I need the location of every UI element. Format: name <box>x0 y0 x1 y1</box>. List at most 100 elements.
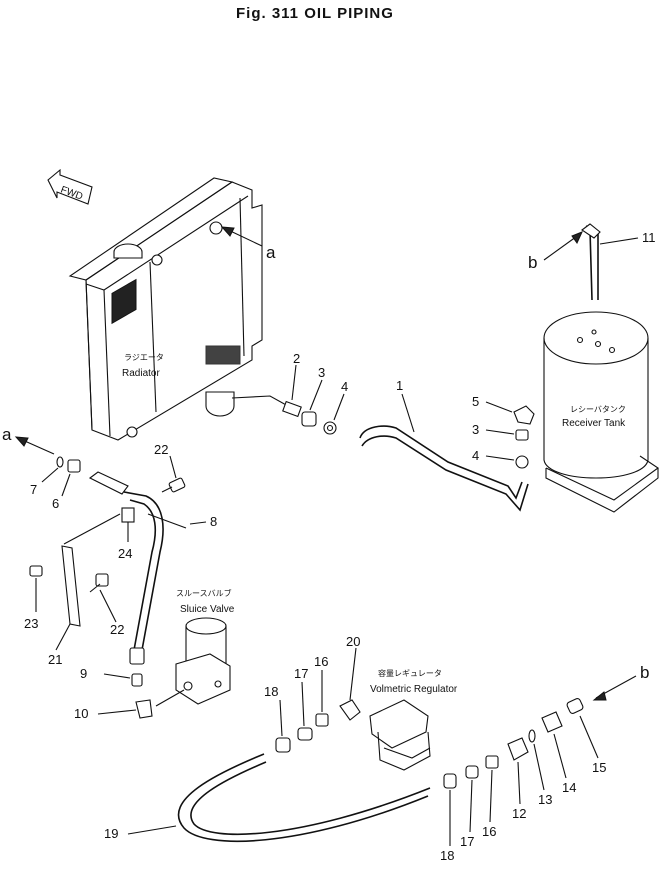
callout-21: 21 <box>48 652 62 667</box>
leader-line <box>189 521 207 525</box>
ref-a-left: a <box>2 425 12 444</box>
leader-line <box>231 395 289 407</box>
bolt-22-top <box>161 477 186 493</box>
leader-line <box>99 589 117 623</box>
arrow-head-icon <box>592 691 607 701</box>
oring-7 <box>56 456 64 468</box>
leader-line <box>147 513 187 529</box>
callout-22-top: 22 <box>154 442 168 457</box>
callout-16-upper: 16 <box>314 654 328 669</box>
callout-10: 10 <box>74 706 88 721</box>
leader-line <box>55 623 71 651</box>
nut-18-upper <box>275 737 291 753</box>
callout-17-upper: 17 <box>294 666 308 681</box>
fitting-4b <box>515 455 529 469</box>
radiator: ラジエータ Radiator <box>68 177 263 441</box>
callout-6: 6 <box>52 496 59 511</box>
leader-line <box>485 429 515 435</box>
fwd-label: FWD <box>59 184 84 202</box>
fitting-6 <box>67 459 81 473</box>
leader-line <box>599 237 639 245</box>
callout-3: 3 <box>318 365 325 380</box>
fitting-3b <box>515 429 529 441</box>
leader-line <box>553 733 567 779</box>
leader-line <box>41 467 59 483</box>
fitting-16-lower <box>485 755 499 769</box>
callout-19: 19 <box>104 826 118 841</box>
fitting-4 <box>323 421 337 435</box>
sluice-label-jp: スルースバルブ <box>176 588 232 598</box>
arrow-head-icon <box>571 231 583 244</box>
pipe-11 <box>581 223 601 301</box>
regulator-label-jp: 容量レギュレータ <box>378 668 442 678</box>
leader-line <box>485 401 513 413</box>
fitting-9 <box>131 673 143 687</box>
receiver-tank: レシーバタンク Receiver Tank <box>543 311 659 513</box>
nut-18-lower <box>443 773 457 789</box>
callout-13: 14 <box>562 780 576 795</box>
arrow-head-icon <box>220 226 235 237</box>
fwd-arrow: FWD <box>47 168 93 205</box>
leader-line <box>291 364 297 401</box>
callout-18-upper: 18 <box>264 684 278 699</box>
bolt-22-bottom <box>89 573 109 593</box>
receiver-label: Receiver Tank <box>562 418 626 429</box>
callout-22-bottom: 22 <box>110 622 124 637</box>
callout-14: 13 <box>538 792 552 807</box>
nut-23 <box>29 565 43 577</box>
leader-line <box>401 393 415 433</box>
callout-17-lower: 17 <box>460 834 474 849</box>
figure-title: Fig. 311 OIL PIPING <box>236 5 394 22</box>
leader-line <box>517 761 521 805</box>
callout-24: 24 <box>118 546 132 561</box>
callout-11: 11 <box>642 230 656 245</box>
leader-line <box>309 379 323 411</box>
leader-line <box>279 699 283 737</box>
leader-line <box>333 393 345 421</box>
callout-4: 4 <box>341 379 348 394</box>
bracket-21 <box>61 513 121 627</box>
sluice-label: Sluice Valve <box>180 604 235 615</box>
fitting-3 <box>301 411 317 427</box>
leader-line <box>579 715 599 759</box>
callout-2: 2 <box>293 351 300 366</box>
fitting-2 <box>282 400 302 418</box>
leader-line <box>155 689 185 707</box>
callout-3-tank: 3 <box>472 422 479 437</box>
leader-line <box>469 779 473 833</box>
radiator-label: Radiator <box>122 368 160 379</box>
receiver-label-jp: レシーバタンク <box>570 405 626 414</box>
ref-a-top: a <box>266 243 276 262</box>
callout-15: 12 <box>512 806 526 821</box>
leader-line <box>301 681 305 727</box>
adapter-15 <box>507 737 529 761</box>
fitting-5 <box>513 405 535 425</box>
leader-line <box>103 673 131 679</box>
leader-line <box>349 647 357 701</box>
washer-14 <box>528 729 536 743</box>
hose-19 <box>177 753 431 842</box>
tee-20 <box>339 699 361 721</box>
ref-b-lower: b <box>640 663 649 682</box>
arrow-head-icon <box>14 436 29 447</box>
leader-line <box>169 455 177 479</box>
leader-line <box>61 473 71 497</box>
clamp-24 <box>121 507 135 523</box>
callout-20: 20 <box>346 634 360 649</box>
callout-1: 1 <box>396 378 403 393</box>
callout-8: 8 <box>210 514 217 529</box>
sluice-valve: スルースバルブ Sluice Valve <box>175 588 235 705</box>
fitting-13 <box>541 711 563 733</box>
ref-b-top: b <box>528 253 537 272</box>
leader-line <box>489 769 493 823</box>
sleeve-17-upper <box>297 727 313 741</box>
callout-16-lower: 16 <box>482 824 496 839</box>
callout-4-tank: 4 <box>472 448 479 463</box>
leader-line <box>533 743 545 791</box>
pipe-8 <box>88 471 164 665</box>
callout-18-lower: 18 <box>440 848 454 863</box>
leader-line <box>485 455 515 461</box>
radiator-label-jp: ラジエータ <box>124 353 164 362</box>
fitting-12 <box>566 698 584 714</box>
